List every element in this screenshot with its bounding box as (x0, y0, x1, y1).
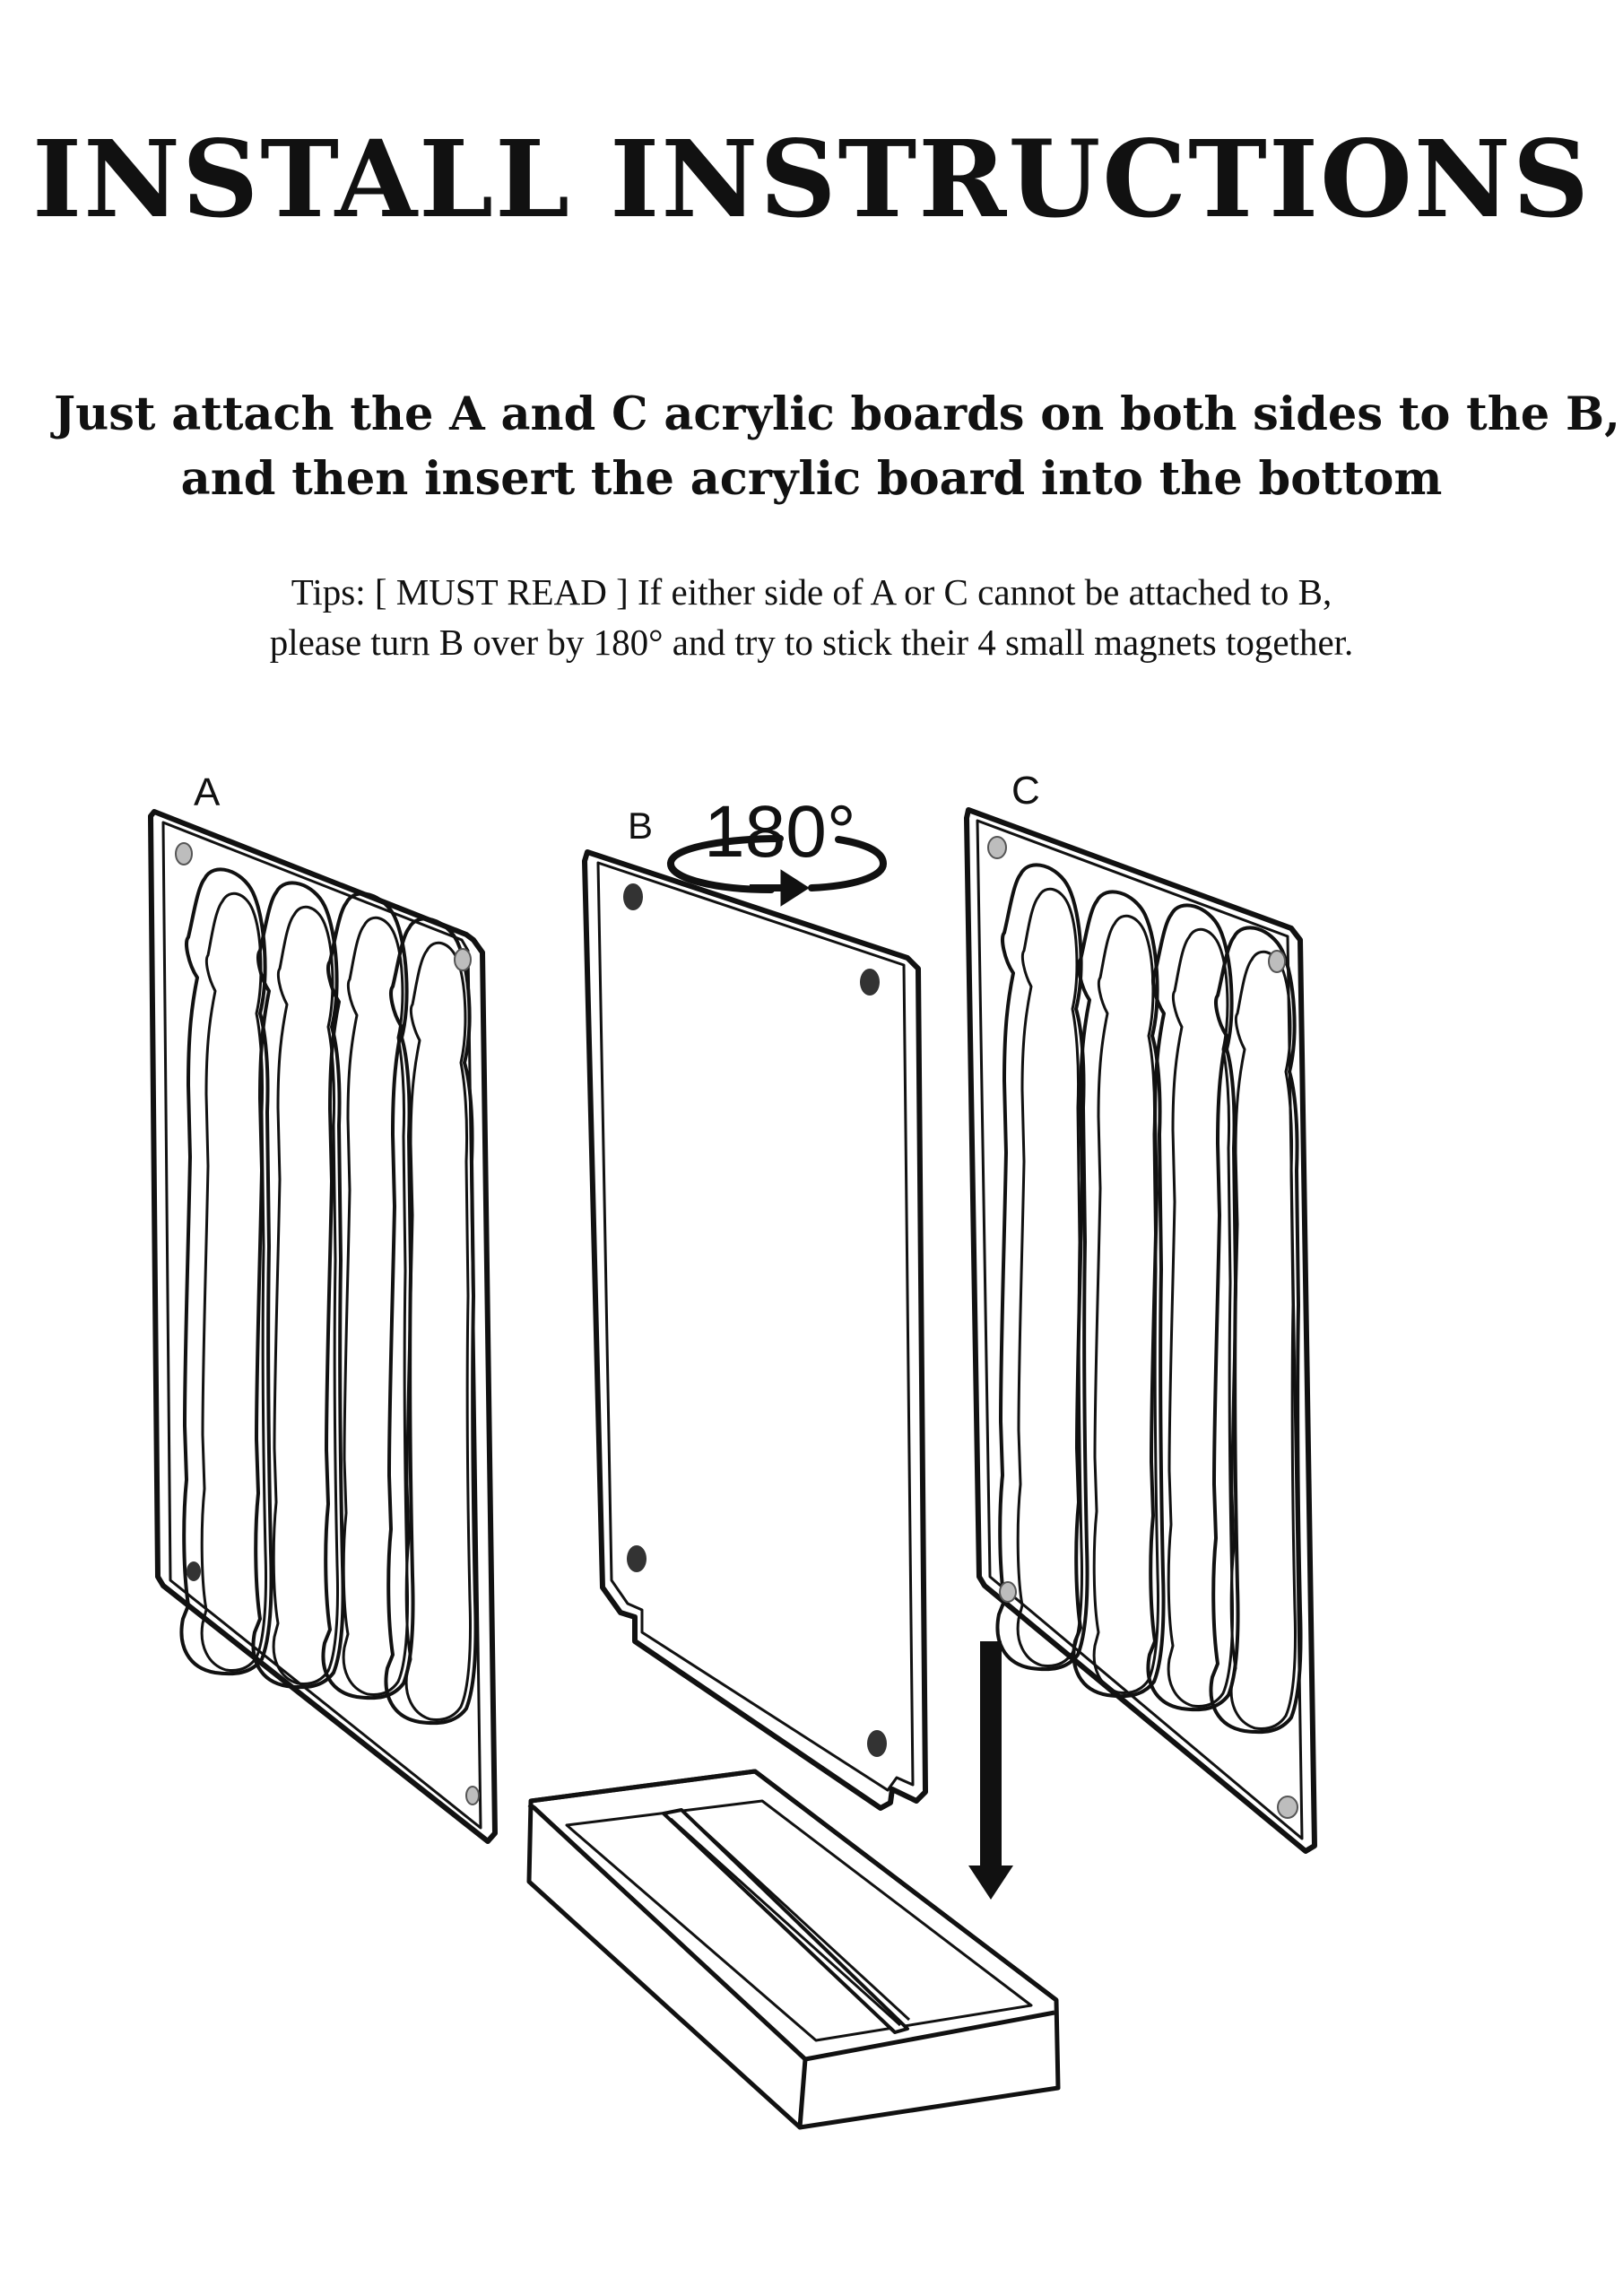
tip-line-1: Tips: [ MUST READ ] If either side of A … (291, 571, 1332, 613)
magnet-c-bottom-right (1277, 1796, 1298, 1819)
magnet-c-bottom-left (999, 1581, 1017, 1603)
board-a (148, 809, 498, 1844)
page-title: INSTALL INSTRUCTIONS (31, 117, 1592, 241)
instruction-line-2: and then insert the acrylic board into t… (180, 452, 1443, 506)
magnet-b-bottom-right (867, 1730, 887, 1757)
tip-line-2: please turn B over by 180° and try to st… (269, 622, 1354, 663)
rotation-arrow-icon (667, 835, 888, 907)
insert-down-arrow-icon (968, 1641, 1013, 1900)
magnet-a-bottom-left (187, 1561, 201, 1581)
magnet-b-top-left (623, 883, 643, 910)
magnet-a-top-left (175, 842, 193, 865)
rotation-label: 180° (704, 791, 856, 873)
magnet-b-top-right (860, 969, 880, 996)
magnet-a-top-right (454, 948, 472, 971)
magnet-c-top-left (987, 836, 1007, 859)
base-stand (526, 1769, 1061, 2130)
board-c (964, 807, 1317, 1854)
magnet-c-top-right (1268, 950, 1286, 973)
board-c-label: C (1011, 769, 1040, 813)
board-a-label: A (194, 770, 221, 814)
instruction-line-1: Just attach the A and C acrylic boards o… (54, 387, 1620, 441)
board-b (582, 849, 928, 1811)
magnet-a-bottom-right (465, 1786, 480, 1805)
board-b-label: B (628, 804, 653, 847)
magnet-b-bottom-left (627, 1545, 647, 1572)
